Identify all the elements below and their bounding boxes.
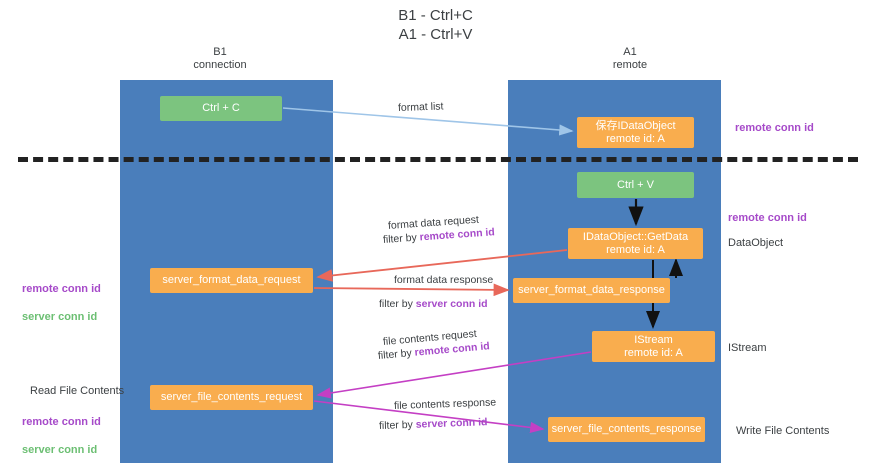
annotation-left-mid-server: server conn id — [22, 311, 98, 323]
filter-prefix: filter by — [379, 298, 416, 310]
label-file-contents-response-filter: filter by server conn id — [379, 415, 488, 433]
node-server-file-contents-response[interactable]: server_file_contents_response — [548, 417, 705, 442]
annotation-left-mid-remote: remote conn id — [22, 283, 101, 295]
annotation-istream: IStream — [728, 342, 767, 354]
diagram-title: B1 - Ctrl+C A1 - Ctrl+V — [398, 7, 473, 43]
node-server-format-data-response[interactable]: server_format_data_response — [513, 278, 670, 303]
annotation-remote-conn-id-top: remote conn id — [735, 122, 814, 134]
filter-prefix: filter by — [382, 231, 421, 246]
phase-divider — [18, 157, 858, 162]
filter-prefix: filter by — [378, 418, 416, 432]
node-server-format-data-request[interactable]: server_format_data_request — [150, 268, 313, 293]
label-format-data-response: format data response — [394, 274, 494, 286]
filter-prefix: filter by — [377, 346, 416, 362]
filter-key-remote-conn-id: remote conn id — [419, 226, 496, 244]
annotation-read-file-contents: Read File Contents — [30, 385, 125, 397]
filter-key-server-conn-id: server conn id — [415, 298, 488, 310]
annotation-left-bot-remote: remote conn id — [22, 416, 101, 428]
node-ctrl-c[interactable]: Ctrl + C — [160, 96, 282, 121]
label-format-data-response-filter: filter by server conn id — [379, 297, 488, 311]
node-ctrl-v[interactable]: Ctrl + V — [577, 172, 694, 198]
annotation-dataobject: DataObject — [728, 237, 784, 249]
annotation-left-conn-ids-bottom: remote conn id server conn id — [22, 401, 101, 471]
arrow-format-data-response — [313, 283, 510, 297]
node-idataobject-getdata[interactable]: IDataObject::GetData remote id: A — [568, 228, 703, 259]
label-format-list: format list — [397, 100, 444, 114]
annotation-left-bot-server: server conn id — [22, 444, 98, 456]
swimlane-header-a1: A1 remote — [612, 46, 648, 71]
node-server-file-contents-request[interactable]: server_file_contents_request — [150, 385, 313, 410]
annotation-write-file-contents: Write File Contents — [736, 425, 830, 437]
annotation-remote-conn-id-mid: remote conn id — [728, 212, 807, 224]
node-istream[interactable]: IStream remote id: A — [592, 331, 715, 362]
node-save-idataobject[interactable]: 保存IDataObject remote id: A — [577, 117, 694, 148]
swimlane-header-b1: B1 connection — [193, 46, 247, 71]
label-file-contents-response: file contents response — [393, 396, 497, 412]
filter-key-server-conn-id: server conn id — [415, 416, 488, 431]
annotation-left-conn-ids-mid: remote conn id server conn id — [22, 268, 101, 338]
